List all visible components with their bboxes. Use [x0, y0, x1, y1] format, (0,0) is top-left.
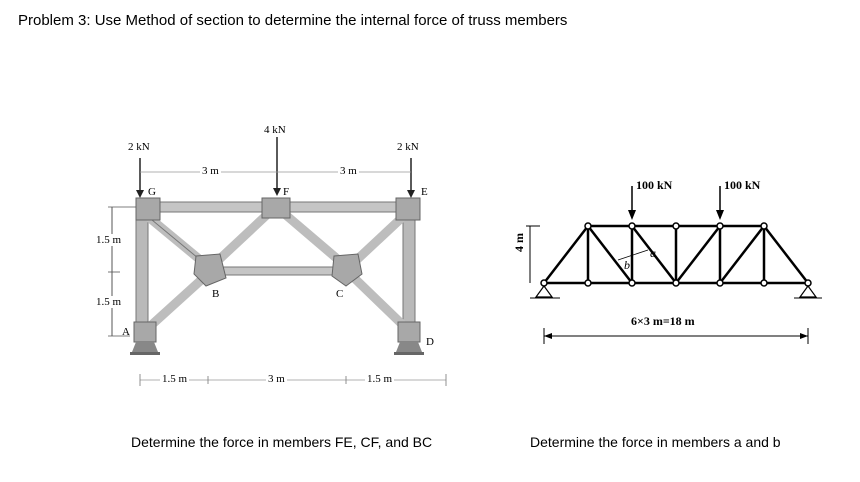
gusset-g [135, 197, 161, 221]
truss-joints [540, 222, 812, 287]
section-cut [617, 249, 649, 261]
load-label-f: 4 kN [264, 124, 286, 136]
member-cd [344, 268, 412, 334]
load-label-100kn-2: 100 kN [724, 178, 761, 192]
problem-title: Problem 3: Use Method of section to dete… [18, 12, 568, 29]
height-label-1: 1.5 m [96, 234, 122, 246]
joint-g: G [148, 186, 156, 198]
joint-e: E [421, 186, 428, 198]
load-label-e: 2 kN [397, 141, 419, 153]
joint-a: A [122, 326, 130, 338]
bottom-span-label-2: 3 m [266, 373, 287, 385]
member-label-a: a [650, 246, 656, 260]
caption-figure-2: Determine the force in members a and b [530, 434, 781, 450]
joint-c: C [336, 288, 344, 300]
gusset-f [261, 197, 291, 219]
gusset-e [395, 197, 421, 221]
height-label-2: 1.5 m [96, 296, 122, 308]
bottom-span-label-3: 1.5 m [365, 373, 395, 385]
pin-support-a [132, 342, 158, 352]
roller-support [798, 284, 818, 298]
joint-f: F [283, 186, 290, 198]
top-span-label-1: 3 m [200, 165, 221, 177]
truss-members [543, 224, 809, 285]
caption-figure-1: Determine the force in members FE, CF, a… [131, 434, 433, 450]
joint-b: B [212, 288, 220, 300]
joint-d: D [426, 336, 434, 348]
gusset-c [331, 253, 363, 287]
load-label-g: 2 kN [128, 141, 150, 153]
load-label-100kn-1: 100 kN [636, 178, 673, 192]
pin-support [534, 284, 554, 298]
member-label-b: b [624, 258, 630, 272]
gusset-b [193, 253, 227, 287]
span-label: 6×3 m=18 m [631, 314, 695, 328]
member-ab [142, 268, 214, 334]
top-span-label-2: 3 m [338, 165, 359, 177]
roller-support-d [396, 342, 422, 352]
height-label-4m: 4 m [512, 233, 526, 252]
bottom-span-label-1: 1.5 m [160, 373, 190, 385]
